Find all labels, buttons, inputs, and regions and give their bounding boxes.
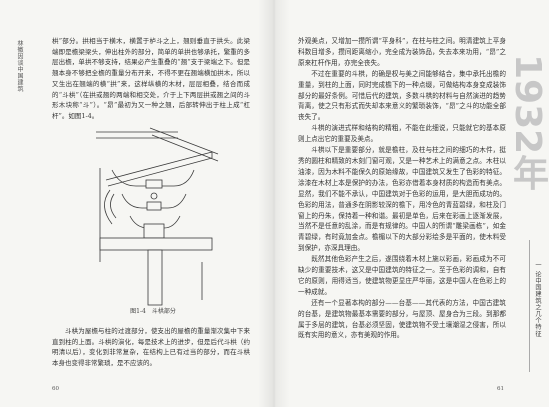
paragraph: 还有一个显著本构的部分——台基——其代表的方法，中国古建筑的台基，是建筑物最基本… <box>298 298 506 340</box>
luodou-block <box>143 223 165 239</box>
paragraph: 既然其他色彩产生之后，遂围绕着木材上施以彩画，彩画成为不可缺少的重要技术，这又是… <box>298 255 506 296</box>
page-number-left: 60 <box>52 386 59 392</box>
right-page <box>274 0 549 407</box>
right-running-title: 一 论中国建筑之几个特征 <box>534 262 541 337</box>
eave-rafter <box>149 127 219 155</box>
figure-caption: 图1-4 斗栱部分 <box>130 308 176 315</box>
architrave-beam <box>99 237 213 251</box>
paragraph: 栱”部分。拱相当于横木，横置于栌斗之上，翘则垂直于拱头。此梁端即是檐梁梁头，伸出… <box>52 37 250 120</box>
eave-rafter <box>151 134 219 162</box>
paragraph: 斗栱为屋檐与柱的过渡部分，使支出的屋檐的重量渐次集中下来直到柱的上面。斗栱的演化… <box>52 327 250 368</box>
left-page <box>0 0 274 407</box>
column <box>147 249 163 306</box>
right-page-text: 外观美点，又增加一攒所谓“平身科”，在柱与柱之间。明清建筑上平身科数目增多，攒间… <box>298 36 506 381</box>
dougong-figure <box>92 124 220 306</box>
bracket-arc <box>104 189 117 225</box>
chapter-tab-rule <box>529 240 530 372</box>
page-number-right: 61 <box>497 386 504 392</box>
dougong-drawing <box>96 127 219 306</box>
left-running-title: 林徽因谈中国建筑 <box>16 40 23 92</box>
cantilever-ang <box>105 151 213 187</box>
paragraph: 外观美点，又增加一攒所谓“平身科”，在柱与柱之间。明清建筑上平身科数目增多，攒间… <box>298 37 506 67</box>
book-gutter-shadow <box>258 0 290 407</box>
left-page-top-text: 栱”部分。拱相当于横木，横置于栌斗之上，翘则垂直于拱头。此梁端即是檐梁梁头，伸出… <box>52 36 250 123</box>
paragraph: 不过在重要的斗栱，的确是权与美之间能够结合，集中承托出檐的重量，到柱的上面，同时… <box>298 69 506 122</box>
paragraph: 斗栱的演进式样和结构的精粗，不能在此细说，只能就它的基本原则上点出它的重要及美点… <box>298 124 506 144</box>
paragraph: 斗栱以下是重要部分，就是檐柱，及柱与柱之间的细巧的木件，挺秀的圆柱和精致的木刻门… <box>298 146 506 253</box>
bracket-joint <box>150 192 158 200</box>
left-page-bottom-text: 斗栱为屋檐与柱的过渡部分，使支出的屋檐的重量渐次集中下来直到柱的上面。斗栱的演化… <box>52 326 250 374</box>
dou-block <box>145 179 163 189</box>
year-tab: 1932年 <box>507 54 548 191</box>
dou-block <box>146 201 162 211</box>
